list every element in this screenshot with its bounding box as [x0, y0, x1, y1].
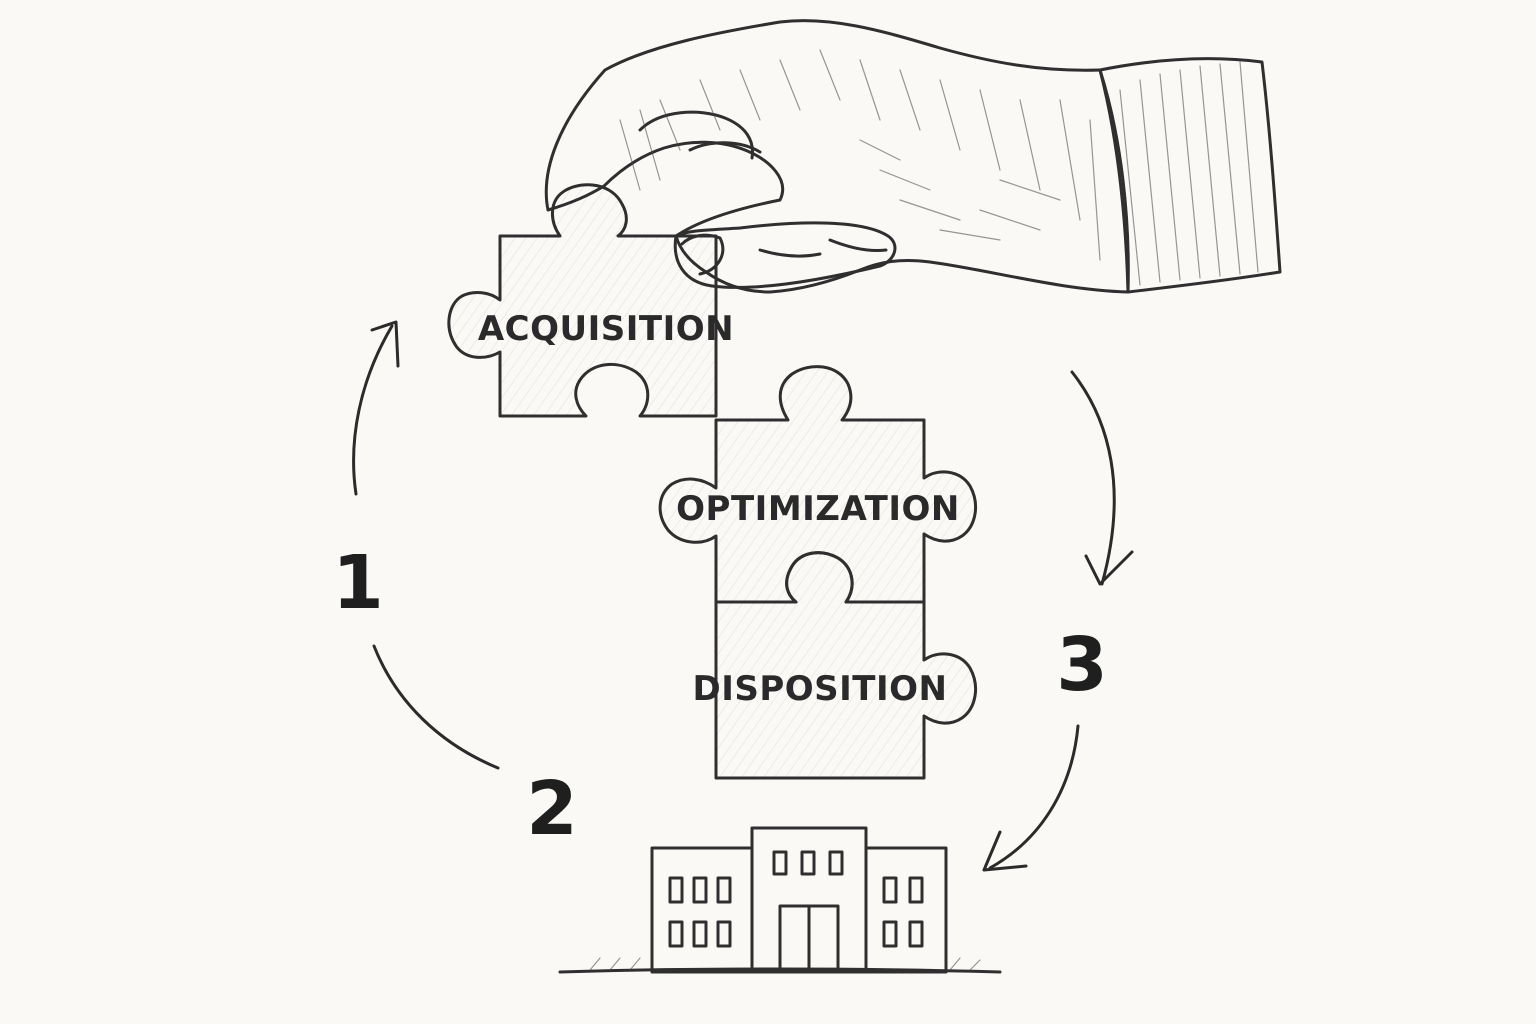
disposition-label: DISPOSITION [692, 669, 947, 709]
optimization-label: OPTIMIZATION [676, 489, 960, 529]
step-two: 2 [526, 766, 578, 852]
puzzle-piece-acquisition: ACQUISITION [447, 183, 734, 418]
cycle-arrows [352, 320, 1134, 872]
curved-arrow-icon [1070, 370, 1116, 586]
curved-arrow-icon [352, 324, 394, 496]
acquisition-label: ACQUISITION [478, 309, 734, 349]
step-numbers: 1 2 3 [332, 540, 1108, 852]
step-one: 1 [332, 540, 384, 626]
curved-arrow-icon [372, 644, 500, 770]
hand-icon [544, 19, 1282, 294]
curved-arrow-icon [988, 724, 1080, 870]
building-icon [558, 826, 1002, 974]
step-three: 3 [1056, 622, 1108, 708]
puzzle-piece-disposition: DISPOSITION [692, 551, 978, 780]
puzzle-piece-optimization: OPTIMIZATION [658, 365, 978, 604]
